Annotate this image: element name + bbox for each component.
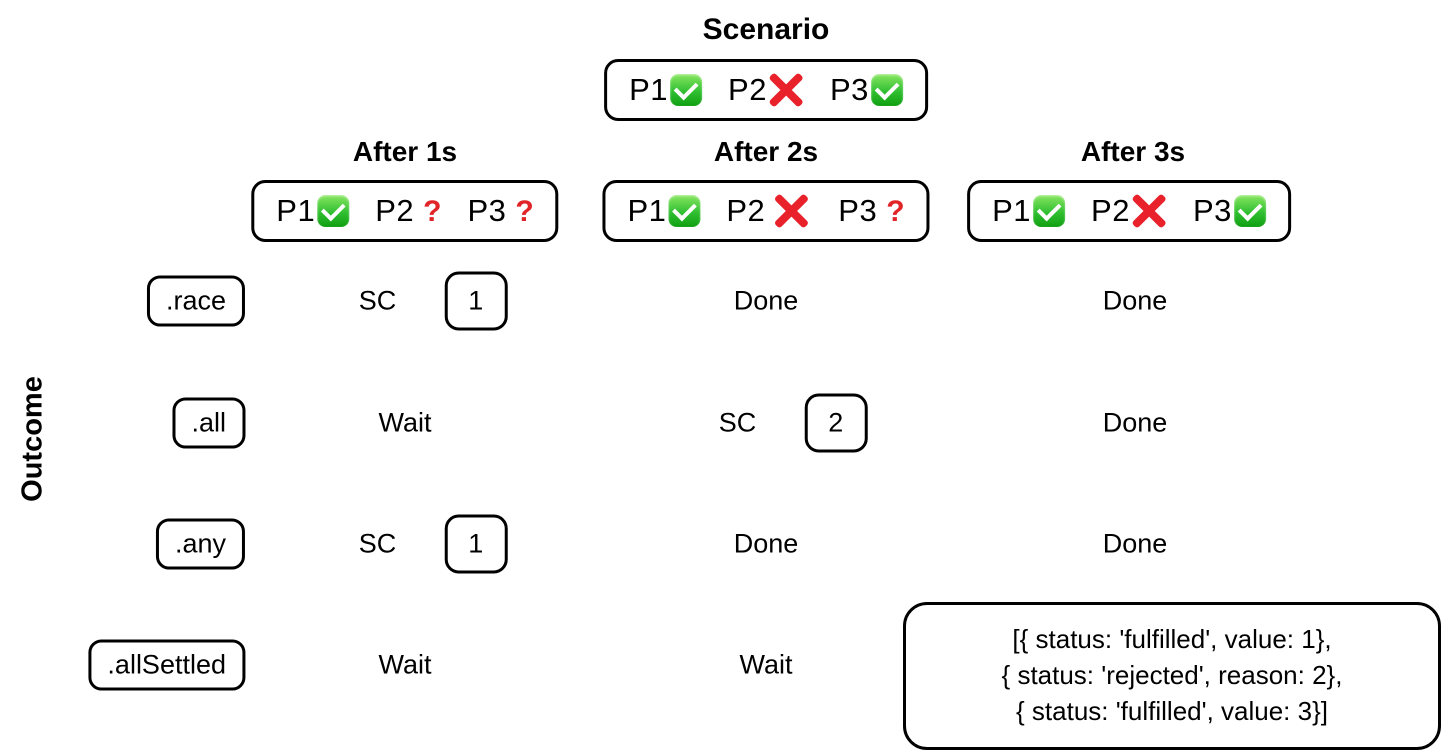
after-2s-state-box: P1 P2 P3 <box>602 180 930 242</box>
promise-p1: P1 <box>627 193 701 229</box>
check-icon <box>1033 195 1066 227</box>
promise-label: P3 <box>829 72 869 107</box>
after-3s-state-box: P1 P2 P3 <box>967 180 1291 242</box>
question-icon <box>515 195 533 227</box>
method-box-all: .all <box>172 397 245 449</box>
promise-label: P2 <box>726 193 766 228</box>
cross-icon <box>1132 194 1167 229</box>
cell-all-after2s: SC 2 <box>718 393 868 453</box>
promise-label: P3 <box>838 193 878 228</box>
value-box: 2 <box>804 393 868 453</box>
promise-label: P1 <box>992 193 1032 228</box>
method-box-allsettled: .allSettled <box>88 639 245 691</box>
promise-p2: P2 <box>375 193 441 229</box>
promise-label: P1 <box>627 193 667 228</box>
cell-race-after3s: Done <box>1102 285 1168 316</box>
cross-icon <box>774 194 809 229</box>
scenario-state-box: P1 P2 P3 <box>604 59 928 121</box>
promise-label: P3 <box>467 193 507 228</box>
cell-allsettled-after1s: Wait <box>378 649 432 680</box>
result-line: { status: 'rejected', reason: 2}, <box>1001 660 1343 691</box>
promise-p3: P3 <box>838 193 904 229</box>
after-1s-state-box: P1 P2 P3 <box>251 180 559 242</box>
promise-p1: P1 <box>629 72 703 108</box>
check-icon <box>668 195 701 227</box>
question-icon <box>886 195 904 227</box>
promise-p2: P2 <box>1091 193 1167 229</box>
check-icon <box>1233 195 1266 227</box>
promise-label: P2 <box>1091 193 1130 228</box>
promise-label: P1 <box>629 72 669 107</box>
shortcircuit-label: SC <box>718 407 757 438</box>
cell-any-after3s: Done <box>1102 528 1168 559</box>
check-icon <box>317 195 350 227</box>
column-header-after-1s: After 1s <box>352 136 458 167</box>
promise-label: P1 <box>276 193 316 228</box>
promise-p1: P1 <box>276 193 350 229</box>
promise-label: P3 <box>1192 193 1232 228</box>
value-box: 1 <box>444 514 508 574</box>
column-header-after-3s: After 3s <box>1080 136 1186 167</box>
scenario-title: Scenario <box>702 13 830 46</box>
cell-all-after3s: Done <box>1102 407 1168 438</box>
method-box-race: .race <box>146 275 245 327</box>
cell-any-after1s: SC 1 <box>358 514 508 574</box>
promise-label: P2 <box>728 72 767 107</box>
result-line: [{ status: 'fulfilled', value: 1}, <box>1012 624 1332 655</box>
result-line: { status: 'fulfilled', value: 3}] <box>1016 695 1328 726</box>
column-header-after-2s: After 2s <box>713 136 819 167</box>
allsettled-result-box: [{ status: 'fulfilled', value: 1}, { sta… <box>903 602 1441 750</box>
promise-p2: P2 <box>728 72 804 108</box>
question-icon <box>423 195 441 227</box>
cell-all-after1s: Wait <box>378 407 432 438</box>
cell-race-after1s: SC 1 <box>358 271 508 331</box>
value-box: 1 <box>444 271 508 331</box>
cell-any-after2s: Done <box>733 528 799 559</box>
promise-label: P2 <box>375 193 415 228</box>
outcome-axis-label: Outcome <box>16 376 49 502</box>
promise-p1: P1 <box>992 193 1066 229</box>
promise-p3: P3 <box>467 193 533 229</box>
shortcircuit-label: SC <box>358 285 397 316</box>
method-box-any: .any <box>155 518 245 570</box>
promise-p3: P3 <box>1193 193 1266 229</box>
check-icon <box>670 74 703 106</box>
promise-p3: P3 <box>830 72 903 108</box>
shortcircuit-label: SC <box>358 528 397 559</box>
cell-allsettled-after2s: Wait <box>739 649 793 680</box>
promise-p2: P2 <box>726 193 812 229</box>
check-icon <box>870 74 903 106</box>
cell-race-after2s: Done <box>733 285 799 316</box>
cross-icon <box>769 73 804 108</box>
